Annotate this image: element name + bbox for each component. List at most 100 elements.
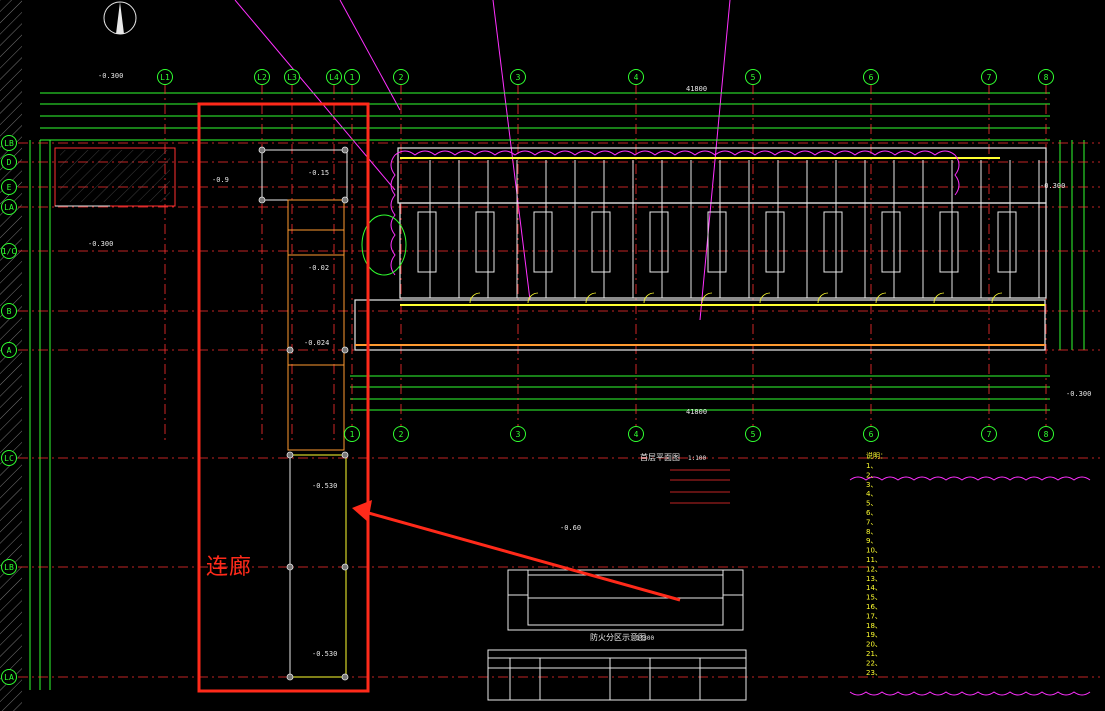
note-line: 13、 — [866, 575, 882, 583]
bathroom-block — [533, 211, 553, 273]
elevation-right-bottom: -0.300 — [1066, 390, 1091, 398]
svg-text:8: 8 — [1044, 430, 1049, 439]
plan-scale: 1:100 — [688, 455, 706, 462]
elevation-left-mid: -0.300 — [88, 240, 113, 248]
elevation-bottom: -0.60 — [560, 524, 581, 532]
main-building — [354, 147, 1047, 351]
text-labels: -0.300 -0.300 -0.9 -0.15 -0.02 -0.024 -0… — [88, 72, 1091, 658]
red-legend — [670, 469, 730, 504]
elevation-room4: -0.024 — [304, 339, 329, 347]
axis-label-left: LB — [1, 559, 17, 575]
axis-label-left: LA — [1, 669, 17, 685]
elevation-room3: -0.02 — [308, 264, 329, 272]
axis-label-top: L1 — [157, 69, 173, 85]
svg-text:5: 5 — [751, 73, 756, 82]
svg-text:1: 1 — [350, 73, 355, 82]
door-swing — [991, 292, 1003, 304]
svg-text:LB: LB — [4, 139, 14, 148]
note-line: 2、 — [866, 471, 877, 479]
corridor-annotation: 连廊 — [206, 555, 253, 580]
axis-label-top: 7 — [981, 69, 997, 85]
svg-text:6: 6 — [869, 430, 874, 439]
revision-cloud — [390, 150, 960, 276]
note-line: 19、 — [866, 631, 882, 639]
svg-text:LC: LC — [4, 454, 14, 463]
axis-label-top: L4 — [326, 69, 342, 85]
magenta-line — [339, 0, 401, 111]
top-left-building — [54, 147, 176, 207]
axis-label-bottom: 6 — [863, 426, 879, 442]
top-dimensions — [40, 92, 1050, 141]
note-line: 22、 — [866, 659, 882, 667]
axis-label-left: 1/C — [1, 243, 17, 259]
stair-cloud — [361, 214, 407, 276]
door-swing — [527, 292, 539, 304]
elevation-room2: -0.15 — [308, 169, 329, 177]
note-line: 17、 — [866, 612, 882, 620]
bathroom-block — [823, 211, 843, 273]
note-line: 12、 — [866, 565, 882, 573]
axis-label-bottom: 1 — [344, 426, 360, 442]
note-line: 10、 — [866, 547, 882, 555]
axis-label-left: LB — [1, 135, 17, 151]
svg-text:3: 3 — [516, 430, 521, 439]
door-swing — [585, 292, 597, 304]
svg-text:1: 1 — [350, 430, 355, 439]
bathroom-block — [707, 211, 727, 273]
note-line: 6、 — [866, 509, 877, 517]
note-line: 16、 — [866, 603, 882, 611]
axis-label-left: D — [1, 154, 17, 170]
note-line: 21、 — [866, 650, 882, 658]
axis-label-top: L2 — [254, 69, 270, 85]
bathroom-block — [475, 211, 495, 273]
axis-label-bottom: 3 — [510, 426, 526, 442]
notes-header: 说明： — [866, 451, 887, 460]
svg-text:L2: L2 — [257, 73, 267, 82]
room-partitions — [417, 160, 1040, 298]
svg-text:8: 8 — [1044, 73, 1049, 82]
bathroom-block — [765, 211, 785, 273]
svg-text:5: 5 — [751, 430, 756, 439]
svg-text:LA: LA — [4, 673, 14, 682]
note-line: 11、 — [866, 556, 882, 564]
axis-label-top: 2 — [393, 69, 409, 85]
svg-text:LA: LA — [4, 203, 14, 212]
axis-label-bottom: 5 — [745, 426, 761, 442]
note-line: 18、 — [866, 622, 882, 630]
svg-text:L4: L4 — [329, 73, 339, 82]
magenta-line — [234, 0, 396, 191]
door-swing — [759, 292, 771, 304]
section-scale: 1:300 — [636, 635, 654, 642]
svg-text:7: 7 — [987, 73, 992, 82]
door-swing — [469, 292, 481, 304]
note-line: 4、 — [866, 490, 877, 498]
note-line: 3、 — [866, 481, 877, 489]
axis-label-left: A — [1, 342, 17, 358]
svg-text:2: 2 — [399, 73, 404, 82]
svg-text:D: D — [7, 158, 12, 167]
bathroom-block — [417, 211, 437, 273]
arrow-icon — [352, 500, 681, 602]
column-markers — [258, 146, 349, 681]
door-swing — [875, 292, 887, 304]
axis-label-top: 5 — [745, 69, 761, 85]
bathroom-block — [881, 211, 901, 273]
note-line: 1、 — [866, 462, 877, 470]
elevation-room6: -0.530 — [312, 650, 337, 658]
note-line: 14、 — [866, 584, 882, 592]
bathroom-block — [997, 211, 1017, 273]
section-title: 防火分区示意图 — [590, 632, 646, 642]
bathroom-block — [939, 211, 959, 273]
svg-text:L3: L3 — [287, 73, 297, 82]
axis-label-top: 6 — [863, 69, 879, 85]
axis-label-left: B — [1, 303, 17, 319]
axis-label-bottom: 8 — [1038, 426, 1054, 442]
note-line: 7、 — [866, 518, 877, 526]
svg-text:1/C: 1/C — [2, 247, 17, 256]
svg-text:2: 2 — [399, 430, 404, 439]
axis-label-left: E — [1, 179, 17, 195]
svg-text:7: 7 — [987, 430, 992, 439]
